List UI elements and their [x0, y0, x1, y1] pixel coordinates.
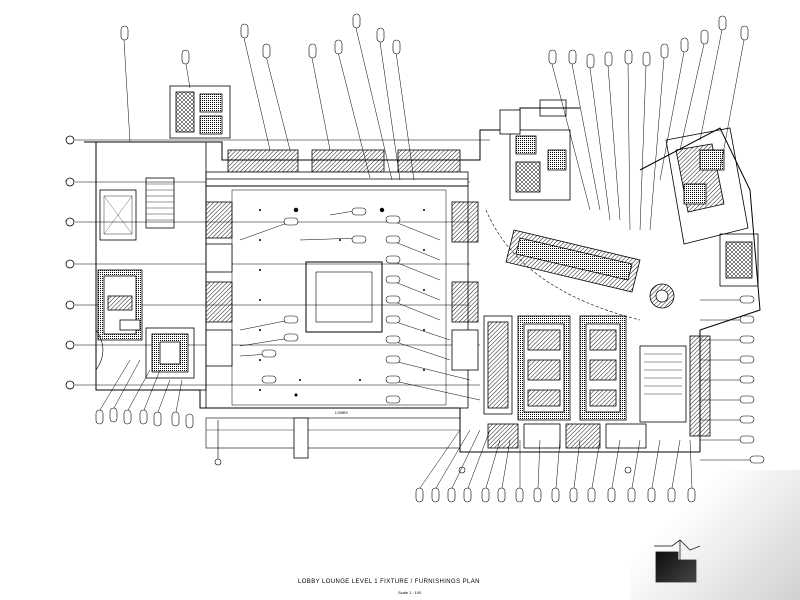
drawing-scale: Scale 1 : 100	[398, 590, 422, 595]
grid-bubbles	[65, 135, 75, 390]
watermark	[630, 470, 800, 600]
back-of-house	[499, 99, 571, 201]
leader-lines	[99, 27, 750, 489]
left-wing	[95, 141, 207, 391]
reception-desk	[485, 209, 641, 321]
stair-core	[169, 85, 231, 139]
hall-dots	[259, 207, 425, 397]
lobby-hall	[205, 185, 479, 459]
north-wall-panels	[205, 149, 469, 187]
lobby-label: LOBBY	[335, 410, 349, 415]
callout-tags	[95, 13, 765, 503]
right-wing	[639, 127, 759, 437]
drawing-title: LOBBY LOUNGE LEVEL 1 FIXTURE / FURNISHIN…	[298, 579, 480, 585]
lounge-seating	[470, 315, 700, 453]
